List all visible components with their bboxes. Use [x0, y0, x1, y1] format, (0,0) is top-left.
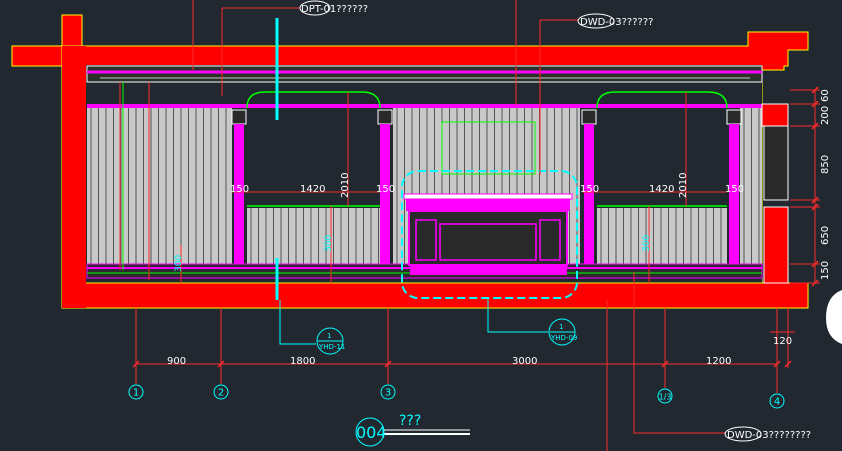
dim-bottom-3000: 3000	[512, 356, 537, 367]
right-tick	[811, 86, 819, 94]
dim-right-150: 150	[820, 261, 831, 280]
callout-a-leader	[279, 300, 316, 345]
tag-dwd-top-oval	[577, 13, 615, 29]
dim-150-d: 150	[725, 184, 744, 195]
right-column	[761, 103, 789, 127]
title-number: 004	[356, 423, 387, 442]
tag-dwd-bottom-oval	[724, 426, 762, 442]
axis-label: 3	[385, 388, 391, 399]
callout-b-ref: YHD-09	[550, 334, 577, 342]
dimension-lines	[180, 92, 727, 283]
mantel-top	[403, 193, 573, 200]
callout-b-num: 1	[559, 323, 563, 331]
pilaster-cap	[377, 109, 393, 125]
dim-150-a: 150	[230, 184, 249, 195]
right-column-panel	[763, 125, 789, 201]
dim-300-b: 300	[324, 235, 334, 252]
callout-b-leader	[487, 298, 548, 333]
right-tick	[811, 203, 819, 211]
dim-2010-a: 2010	[340, 173, 351, 198]
dim-1420-a: 1420	[300, 184, 325, 195]
axis-label: 2	[218, 388, 224, 399]
bottom-tick	[217, 360, 225, 368]
dim-bottom-1800: 1800	[290, 356, 315, 367]
left-wall-column	[62, 46, 86, 308]
title-text: ???	[399, 413, 421, 429]
dim-300-c: 300	[642, 235, 652, 252]
tag-dpt-text: DPT-01??????	[301, 4, 368, 15]
axis-label: 1/3	[659, 393, 672, 402]
pilaster-shaft	[380, 124, 390, 264]
tag-dwd-top-text: DWD-03??????	[580, 17, 653, 28]
bottom-tick	[384, 360, 392, 368]
dim-300-a: 300	[174, 255, 184, 272]
dim-right-200: 200	[820, 106, 831, 125]
right-ticks	[790, 86, 820, 287]
callout-a-num: 1	[327, 332, 331, 340]
dim-right-650: 650	[820, 226, 831, 245]
bottom-tick	[773, 360, 781, 368]
bottom-tick	[661, 360, 669, 368]
right-tick	[811, 196, 819, 204]
arch-right	[596, 91, 728, 109]
pilaster-cap	[231, 109, 247, 125]
callout-a-ref: YHD-11	[318, 343, 345, 351]
right-column-red	[763, 206, 789, 284]
pilaster-shaft	[584, 124, 594, 264]
axis-label: 4	[774, 397, 780, 408]
dim-right-60: 60	[820, 89, 831, 102]
dim-1420-b: 1420	[649, 184, 674, 195]
dim-bottom-1200: 1200	[706, 356, 731, 367]
dim-150-c: 150	[580, 184, 599, 195]
axis-circle	[380, 384, 396, 400]
cornice	[86, 65, 763, 83]
dim-right-850: 850	[820, 155, 831, 174]
axis-markers: 1 2 3 1/3 4	[128, 368, 785, 409]
panel-low-right	[597, 208, 727, 264]
pilaster-shaft	[729, 124, 739, 264]
axis-circle	[213, 384, 229, 400]
fireplace-body	[408, 210, 568, 266]
bottom-ticks	[132, 308, 795, 368]
tag-dpt-oval	[299, 0, 331, 16]
bottom-tick	[784, 360, 792, 368]
pilaster-cap	[726, 109, 742, 125]
pilaster-shaft	[234, 124, 244, 264]
panel-low-left	[247, 208, 380, 264]
fireplace-opening	[439, 223, 537, 261]
fireplace-hearth	[410, 265, 567, 275]
axis-label: 1	[133, 388, 139, 399]
upper-trim	[87, 104, 762, 108]
tag-dwd-bottom-text: DWD-03????????	[727, 430, 811, 441]
title-circle	[355, 417, 385, 447]
bottom-tick	[132, 360, 140, 368]
right-tick	[811, 100, 819, 108]
fireplace-left-panel	[415, 219, 437, 261]
pilaster-cap	[581, 109, 597, 125]
dim-150-b: 150	[376, 184, 395, 195]
dim-bottom-900: 900	[167, 356, 186, 367]
mantel-shelf	[406, 199, 570, 211]
tv-frame	[441, 121, 536, 175]
panel-left	[87, 108, 232, 264]
arch-left	[246, 91, 381, 109]
right-tick	[811, 260, 819, 268]
right-tick	[811, 279, 819, 287]
dim-2010-b: 2010	[678, 173, 689, 198]
axis-circle	[128, 384, 144, 400]
callout-a-circle	[316, 327, 344, 355]
axis-circle	[769, 393, 785, 409]
right-tick	[811, 122, 819, 130]
fireplace-right-panel	[539, 219, 561, 261]
edge-arc	[826, 290, 842, 344]
leaders	[119, 0, 725, 451]
wall-bottom	[61, 282, 809, 309]
dim-bottom-120: 120	[773, 336, 792, 347]
callout-b-circle	[548, 318, 576, 346]
axis-circle	[657, 388, 673, 404]
